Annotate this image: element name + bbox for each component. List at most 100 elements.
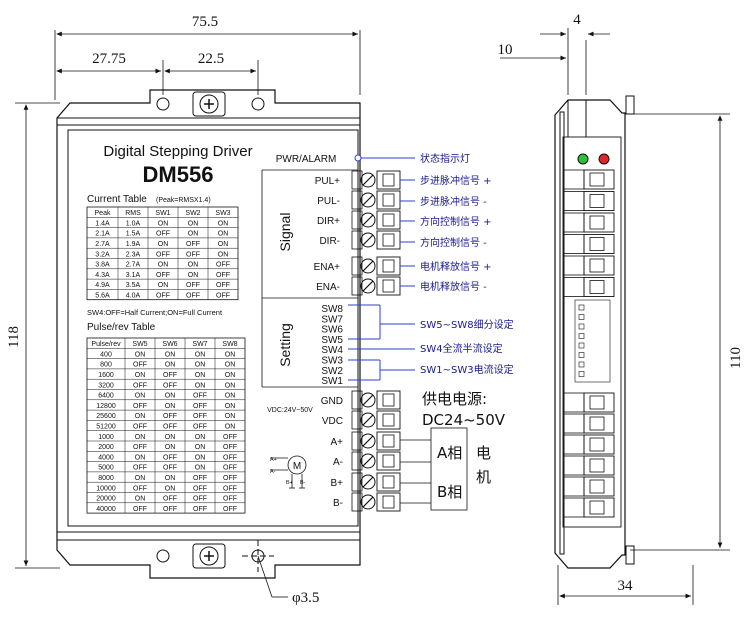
current-table-cell: 3.1A: [126, 272, 141, 279]
current-table-cell: 4.9A: [95, 282, 110, 289]
pulse-table-cell: OFF: [133, 403, 147, 410]
side-dip-switch: [578, 361, 585, 368]
dim-hole-spacing: 22.5: [198, 51, 224, 67]
signal-pin-label: DIR-: [319, 236, 340, 247]
pulse-table-header: SW8: [222, 341, 237, 348]
screw-slots: [204, 99, 214, 561]
pulse-table-cell: ON: [225, 393, 236, 400]
side-dip-switch: [578, 342, 585, 349]
sw4-note: SW4:OFF=Half Current;ON=Full Current: [87, 308, 223, 317]
terminal-screw-slot: [362, 455, 374, 467]
pulse-table-cell: ON: [165, 403, 176, 410]
motor-b-minus: B-: [300, 480, 306, 486]
signal-terminal-clamp: [382, 193, 395, 207]
pulse-table-cell: OFF: [223, 506, 237, 513]
power-terminal-body: [376, 472, 401, 492]
pulse-table-cell: ON: [195, 454, 206, 461]
signal-terminal-body: [376, 210, 401, 230]
side-power-connector-left: [563, 476, 585, 497]
side-power-connector: [563, 434, 615, 455]
terminal-blocks: [351, 170, 401, 512]
current-table-cell: 4.3A: [95, 272, 110, 279]
side-power-connector-left: [563, 434, 585, 455]
dim-side-top: 4: [573, 12, 581, 28]
pulse-table-cell: ON: [225, 382, 236, 389]
side-dip-frame: [574, 299, 611, 383]
pulse-table-cell: OFF: [133, 506, 147, 513]
signal-pin-label: PUL+: [315, 176, 340, 187]
pulse-table-cell: ON: [135, 496, 146, 503]
pulse-table-cell: ON: [225, 413, 236, 420]
ann-sw1-3: SW1~SW3电流设定: [420, 363, 514, 376]
pulse-table-cell: ON: [165, 393, 176, 400]
switch-label: SW1: [321, 376, 343, 387]
side-power-connector-clamp: [589, 479, 605, 494]
side-dip-switch: [578, 304, 585, 311]
pulse-table-cell: OFF: [223, 434, 237, 441]
switch-label: SW5: [321, 335, 343, 346]
side-signal-connector-right: [583, 169, 615, 190]
pulse-table-cell: OFF: [163, 454, 177, 461]
pulse-table-cell: 8000: [98, 475, 114, 482]
side-dip-switch: [578, 371, 585, 377]
signal-label: Signal: [277, 213, 293, 252]
power-terminal: [351, 431, 401, 451]
terminal-screw-icon: [360, 192, 376, 208]
pulse-table-cell: ON: [135, 454, 146, 461]
pulse-table-cell: 1000: [98, 434, 114, 441]
pulse-table-cell: 20000: [96, 496, 116, 503]
phase-brackets: [400, 427, 468, 511]
current-table-cell: OFF: [216, 293, 230, 300]
current-table-cell: ON: [188, 272, 199, 279]
power-pin-label: B-: [333, 498, 343, 509]
pulse-table-cell: OFF: [193, 403, 207, 410]
pulse-table-header: Pulse/rev: [91, 341, 121, 348]
pulse-table-cell: OFF: [163, 424, 177, 431]
current-table-cell: ON: [188, 220, 199, 227]
front-body: [56, 89, 361, 579]
signal-terminal-body: [376, 230, 401, 250]
current-table-title: Current Table: [87, 194, 147, 205]
side-power-connector-clamp: [589, 500, 605, 515]
power-terminal: [351, 472, 401, 492]
ann-dir-plus: 方向控制信号 +: [420, 215, 492, 228]
terminal-screw-icon: [360, 392, 376, 408]
power-terminal-housing: [351, 390, 363, 410]
pulse-table-cell: OFF: [223, 465, 237, 472]
side-dip-switch: [578, 352, 585, 358]
current-table-cell: ON: [188, 231, 199, 238]
signal-pin-label: ENA-: [316, 282, 340, 293]
current-table-cell: OFF: [186, 251, 200, 258]
dim-side-width: 34: [618, 578, 634, 594]
pulse-table-cell: 12800: [96, 403, 116, 410]
switch-label: SW7: [321, 314, 343, 325]
motor-b-plus: B+: [286, 480, 293, 486]
power-pin-label: VDC: [322, 416, 343, 427]
side-power-connector: [563, 455, 615, 476]
power-terminal-clamp: [382, 475, 395, 489]
terminal-screw-icon: [360, 212, 376, 228]
signal-terminal-housing: [351, 276, 363, 296]
pulse-table-header: SW6: [162, 341, 177, 348]
side-power-connector-left: [563, 497, 585, 518]
ann-ena-minus: 电机释放信号 -: [420, 280, 487, 293]
pulse-table-cell: ON: [135, 413, 146, 420]
current-table-cell: ON: [158, 262, 169, 269]
terminal-screw-slot: [362, 435, 374, 447]
power-terminal-housing: [351, 451, 363, 471]
side-connectors: [563, 169, 615, 518]
side-power-connector-clamp: [589, 437, 605, 452]
power-terminal: [351, 410, 401, 430]
annotation-lines: [348, 157, 415, 381]
motor-m-label: M: [293, 461, 301, 472]
current-table-cell: 3.5A: [126, 282, 141, 289]
pulse-table-cell: OFF: [223, 444, 237, 451]
current-table-cell: 1.0A: [126, 220, 141, 227]
current-table-header: Peak: [95, 210, 111, 217]
signal-terminal: [351, 276, 401, 296]
front-dimensions: [15, 30, 361, 598]
signal-terminal: [351, 170, 401, 190]
pulse-table-cell: OFF: [133, 465, 147, 472]
ann-dir-minus: 方向控制信号 -: [420, 236, 487, 249]
